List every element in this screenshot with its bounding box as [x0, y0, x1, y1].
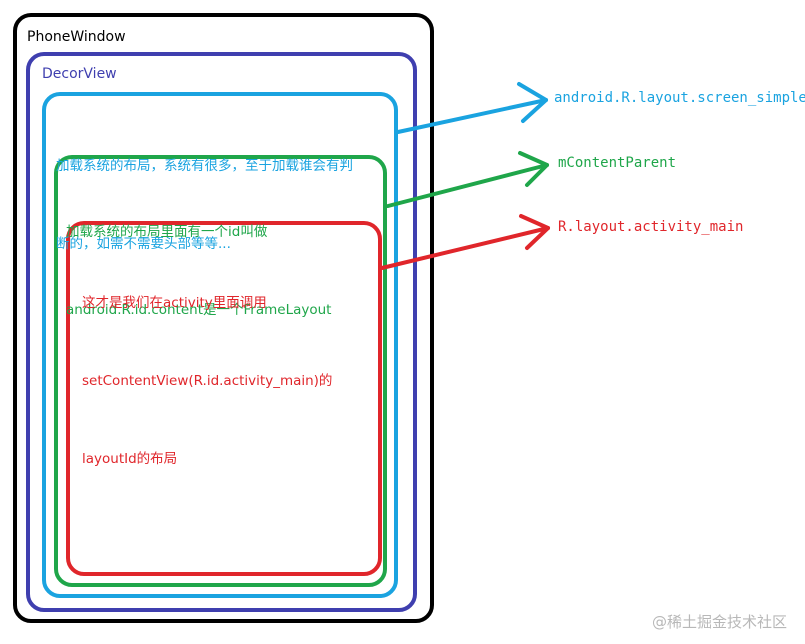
target-screen-simple-label: android.R.layout.screen_simple: [554, 90, 805, 106]
decor-view-label: DecorView: [42, 66, 117, 82]
arrow-content-parent: [386, 151, 549, 208]
screen-simple-box: [42, 92, 398, 598]
content-parent-box: [54, 155, 387, 587]
activity-main-description: 这才是我们在activity里面调用 setContentView(R.id.a…: [82, 238, 332, 498]
content-parent-line-2: android.R.id.content是一个FrameLayout: [66, 302, 332, 318]
decor-view-box: [26, 52, 417, 612]
target-activity-main-label: R.layout.activity_main: [558, 219, 744, 235]
phone-window-box: [13, 13, 434, 623]
activity-main-line-2: setContentView(R.id.activity_main)的: [82, 373, 333, 389]
phone-window-label: PhoneWindow: [27, 29, 126, 45]
watermark: @稀土掘金技术社区: [651, 613, 787, 631]
activity-main-line-3: layoutId的布局: [82, 451, 178, 467]
activity-main-box: [66, 221, 382, 576]
screen-simple-description: 加载系统的布局，系统有很多，至于加载谁会有判 断的，如需不需要头部等等...: [56, 101, 353, 283]
activity-main-line-1: 这才是我们在activity里面调用: [82, 295, 267, 311]
arrow-activity-main: [380, 214, 550, 270]
content-parent-description: 加载系统的布局里面有一个id叫做 android.R.id.content是一个…: [66, 167, 331, 349]
arrow-screen-simple: [396, 82, 548, 134]
screen-simple-line-2: 断的，如需不需要头部等等...: [56, 236, 231, 252]
target-content-parent-label: mContentParent: [558, 155, 677, 171]
content-parent-line-1: 加载系统的布局里面有一个id叫做: [66, 224, 268, 240]
screen-simple-line-1: 加载系统的布局，系统有很多，至于加载谁会有判: [56, 158, 353, 174]
